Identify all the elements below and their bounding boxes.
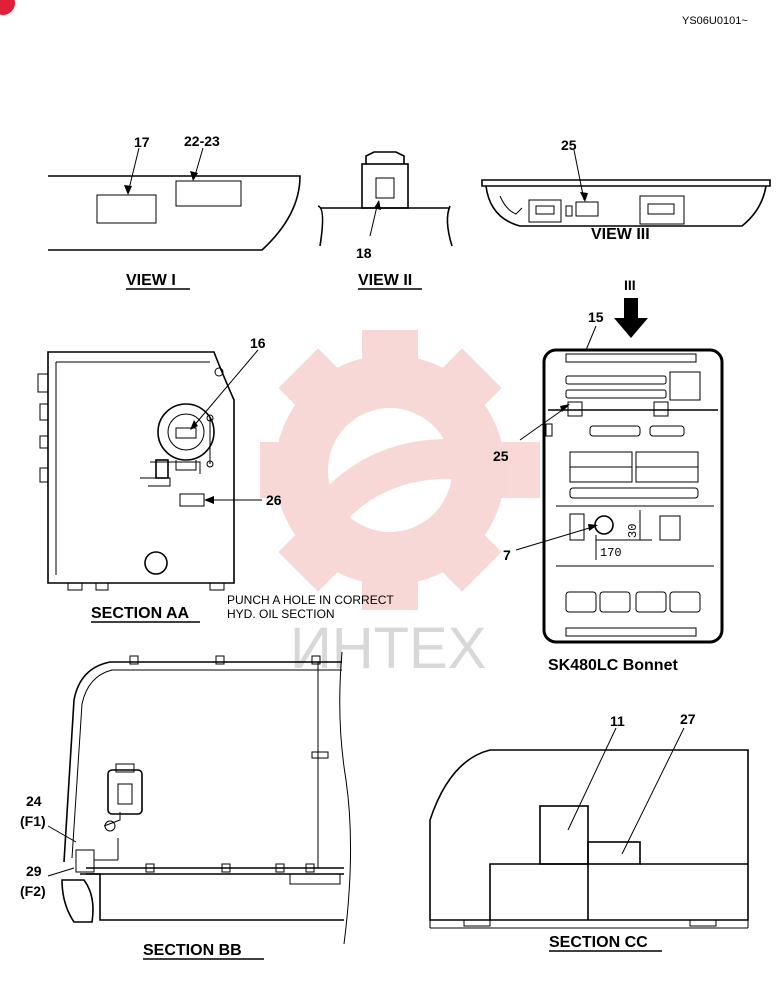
section-cc-caption: SECTION CC: [549, 934, 648, 951]
section-aa-label-26: 26: [266, 492, 282, 508]
section-aa-note-line1: PUNCH A HOLE IN CORRECT: [227, 593, 394, 607]
bonnet-caption: SK480LC Bonnet: [548, 657, 678, 674]
section-aa: 16 26 SECTION AA PUNCH A HOLE IN CORRECT…: [37, 335, 394, 623]
sk480lc-bonnet: III 15 170: [493, 277, 724, 674]
bonnet-dim-170: 170: [600, 546, 622, 560]
section-cc-label-27: 27: [680, 711, 696, 727]
bonnet-arrow-label: III: [624, 277, 636, 293]
view3-caption: VIEW III: [591, 226, 650, 243]
view1-label-17: 17: [134, 134, 150, 150]
doc-code: YS06U0101~: [682, 15, 748, 27]
corner-badge: [0, 0, 15, 15]
section-bb-label-f2: (F2): [20, 883, 46, 899]
view3-label-25: 25: [561, 137, 577, 153]
view1-label-22-23: 22-23: [184, 133, 220, 149]
watermark-text: ИНТЕХ: [290, 616, 486, 681]
section-aa-label-16: 16: [250, 335, 266, 351]
bonnet-label-7: 7: [503, 547, 511, 563]
view2-caption: VIEW II: [358, 272, 412, 289]
section-bb-label-29: 29: [26, 863, 42, 879]
view-3: 25 VIEW III: [481, 137, 771, 243]
section-bb: 24 (F1) 29 (F2) SECTION BB: [20, 651, 352, 960]
section-bb-caption: SECTION BB: [143, 942, 242, 959]
view-1: 17 22-23 VIEW I: [48, 133, 301, 290]
view1-caption: VIEW I: [126, 272, 176, 289]
view-arrow-icon: [614, 298, 648, 338]
section-bb-label-f1: (F1): [20, 813, 46, 829]
bonnet-label-15: 15: [588, 309, 604, 325]
section-cc: 11 27 SECTION CC: [429, 711, 749, 952]
bonnet-dim-30: 30: [626, 524, 640, 538]
view-2: 18 VIEW II: [317, 151, 453, 290]
bonnet-top-grille: [565, 353, 697, 363]
bonnet-label-25: 25: [493, 448, 509, 464]
view2-label-18: 18: [356, 245, 372, 261]
section-bb-label-24: 24: [26, 793, 42, 809]
watermark-gear-icon: [260, 330, 540, 610]
section-cc-label-11: 11: [610, 713, 625, 729]
section-aa-note-line2: HYD. OIL SECTION: [227, 607, 335, 621]
section-aa-caption: SECTION AA: [91, 605, 190, 622]
